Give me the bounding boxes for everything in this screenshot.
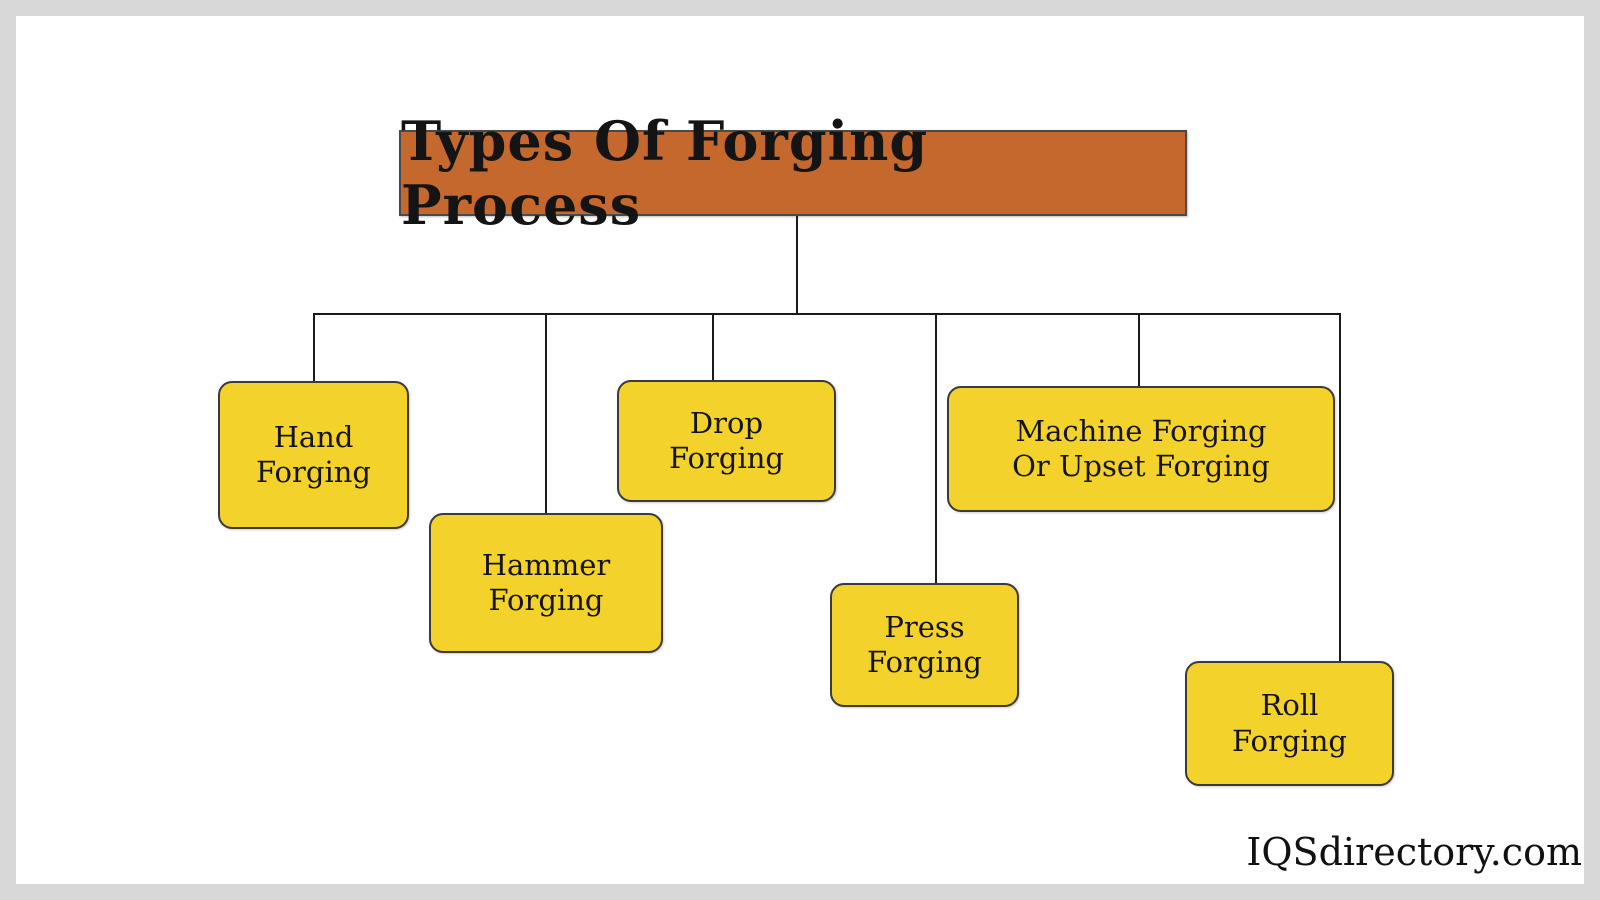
node-label-line: Forging	[669, 441, 784, 475]
connector-hand-forging	[313, 314, 315, 382]
node-label-line: Forging	[256, 455, 371, 489]
node-label-line: Forging	[1232, 723, 1347, 758]
node-hand-forging: Hand Forging	[218, 381, 409, 529]
node-press-forging: Press Forging	[830, 583, 1019, 707]
node-label-line: Hammer	[481, 547, 611, 582]
node-label-line: Or Upset Forging	[1012, 449, 1270, 483]
node-roll-forging: Roll Forging	[1185, 661, 1394, 786]
connector-roll-forging	[1339, 314, 1341, 662]
node-label-line: Press	[884, 609, 965, 644]
connector-drop-forging	[712, 314, 714, 381]
connector-press-forging	[935, 314, 937, 584]
node-label-line: Machine Forging	[1015, 413, 1267, 448]
connector-hammer-forging	[545, 314, 547, 514]
node-label-line: Hand	[273, 419, 354, 454]
watermark-text: IQSdirectory.com	[1246, 830, 1582, 874]
node-label-line: Forging	[867, 645, 982, 679]
node-drop-forging: Drop Forging	[617, 380, 836, 502]
connector-machine-forging	[1138, 314, 1140, 387]
node-hammer-forging: Hammer Forging	[429, 513, 663, 653]
node-label-line: Drop	[689, 405, 764, 440]
diagram-title-box: Types Of Forging Process	[399, 109, 1187, 237]
diagram-title: Types Of Forging Process	[401, 109, 929, 237]
connector-horizontal-bar	[313, 313, 1341, 315]
node-label-line: Forging	[488, 583, 604, 617]
node-label-line: Roll	[1260, 688, 1319, 723]
node-machine-forging: Machine Forging Or Upset Forging	[947, 386, 1335, 512]
connector-title-stem	[796, 216, 798, 314]
